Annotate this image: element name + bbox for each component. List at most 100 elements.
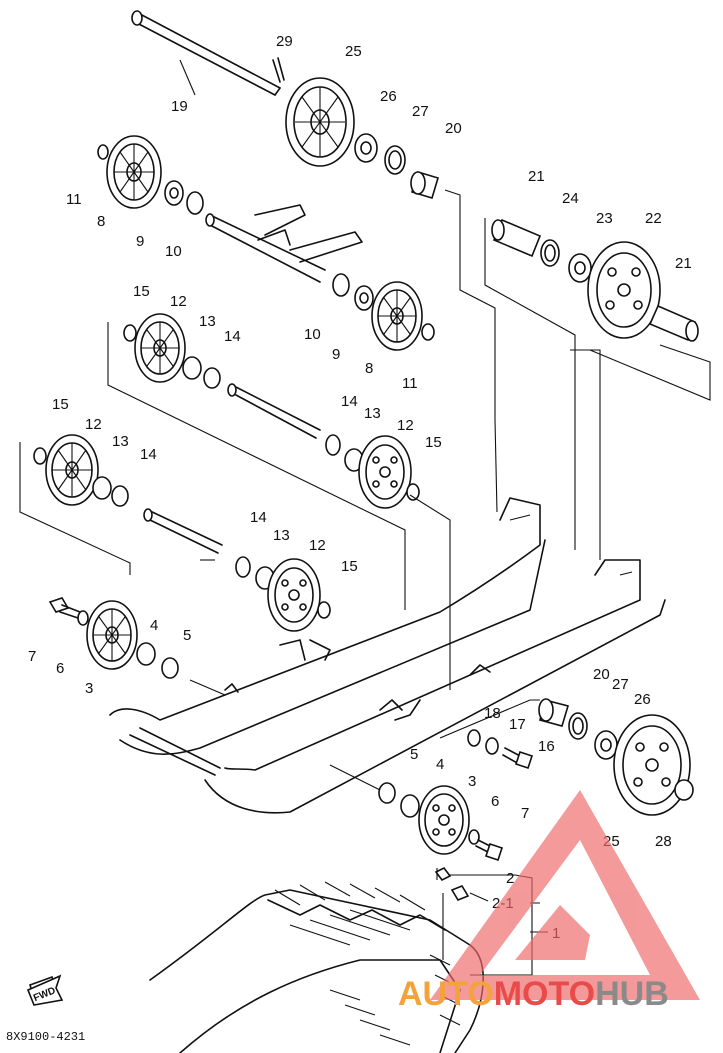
label-26-b: 26 xyxy=(634,691,651,708)
label-6-left: 6 xyxy=(56,660,64,677)
label-27-b: 27 xyxy=(612,676,629,693)
ring-14-d xyxy=(235,556,251,578)
watermark-middle: MOTO xyxy=(494,975,595,1013)
label-4-left: 4 xyxy=(150,617,158,634)
label-15-d: 15 xyxy=(341,558,358,575)
label-3-left: 3 xyxy=(85,680,93,697)
label-29: 29 xyxy=(276,33,293,50)
wheel-12-c xyxy=(45,434,99,506)
ring-10-mid xyxy=(332,273,350,297)
wheel-22 xyxy=(587,241,661,339)
ring-15-c xyxy=(33,447,47,465)
collar-5-left xyxy=(161,657,179,679)
label-12-c: 12 xyxy=(85,416,102,433)
bearing-4-right xyxy=(400,794,420,818)
washer-18 xyxy=(467,729,481,747)
label-22: 22 xyxy=(645,210,662,227)
callout-labels: 29 25 19 26 27 20 11 8 9 10 21 24 23 22 … xyxy=(28,33,692,942)
label-25: 25 xyxy=(345,43,362,60)
bolt-7-left xyxy=(48,597,81,619)
label-6-right: 6 xyxy=(491,793,499,810)
collar-20-bottom xyxy=(538,698,570,727)
wheel-8-mid xyxy=(371,281,423,351)
label-5-left: 5 xyxy=(183,627,191,644)
label-21-a: 21 xyxy=(528,168,545,185)
label-4-right: 4 xyxy=(436,756,444,773)
label-28: 28 xyxy=(655,833,672,850)
label-23: 23 xyxy=(596,210,613,227)
label-14-b: 14 xyxy=(341,393,358,410)
track-assembly xyxy=(29,866,484,1053)
label-12-d: 12 xyxy=(309,537,326,554)
wheel-8-top xyxy=(106,135,162,209)
label-26: 26 xyxy=(380,88,397,105)
washer-17 xyxy=(485,737,499,755)
label-2: 2 xyxy=(506,870,514,887)
label-16: 16 xyxy=(538,738,555,755)
label-7-right: 7 xyxy=(521,805,529,822)
washer-6-right xyxy=(468,829,480,845)
label-27: 27 xyxy=(412,103,429,120)
collar-5-right xyxy=(378,782,396,804)
label-7-left: 7 xyxy=(28,648,36,665)
leader-lines xyxy=(19,189,711,976)
wheel-25-bottom xyxy=(613,714,691,816)
label-21-b: 21 xyxy=(675,255,692,272)
bearing-4-left xyxy=(136,642,156,666)
label-14-a: 14 xyxy=(224,328,241,345)
axle-lower xyxy=(143,508,223,554)
label-12-b: 12 xyxy=(397,417,414,434)
label-13-c: 13 xyxy=(112,433,129,450)
washer-6-left xyxy=(77,610,89,626)
label-20: 20 xyxy=(445,120,462,137)
label-12-a: 12 xyxy=(170,293,187,310)
pivot-arm xyxy=(205,204,363,283)
fwd-arrow: FWD xyxy=(26,974,64,1006)
spacer-21-right xyxy=(648,304,699,342)
collar-20-top xyxy=(410,171,439,199)
wheel-12-a xyxy=(134,313,186,383)
label-13-b: 13 xyxy=(364,405,381,422)
label-5-right: 5 xyxy=(410,746,418,763)
label-19: 19 xyxy=(171,98,188,115)
bolt-16 xyxy=(502,747,534,770)
slide-rail-frame xyxy=(109,497,666,814)
bearing-13-a xyxy=(182,356,202,380)
label-8: 8 xyxy=(97,213,105,230)
wheel-3-right xyxy=(418,785,470,855)
label-20-b: 20 xyxy=(593,666,610,683)
label-10-b: 10 xyxy=(304,326,321,343)
watermark-prefix: AUTO xyxy=(398,975,494,1013)
label-15-b: 15 xyxy=(425,434,442,451)
ring-15-a xyxy=(123,324,137,342)
bearing-13-c xyxy=(92,476,112,500)
spacer-21-left xyxy=(491,218,542,258)
label-3-right: 3 xyxy=(468,773,476,790)
label-13-a: 13 xyxy=(199,313,216,330)
diagram-code: 8X9100-4231 xyxy=(6,1030,85,1044)
pin-29 xyxy=(272,57,285,83)
cap-28 xyxy=(674,779,694,801)
axle-mid xyxy=(227,383,321,439)
label-17: 17 xyxy=(509,716,526,733)
ring-14-c xyxy=(111,485,129,507)
wheel-3-left xyxy=(86,600,138,670)
bolt-7-right xyxy=(475,839,504,862)
label-13-d: 13 xyxy=(273,527,290,544)
ring-10-top xyxy=(186,191,204,215)
wheel-12-d xyxy=(267,558,321,632)
watermark-logo xyxy=(430,790,700,1000)
label-15-c: 15 xyxy=(52,396,69,413)
label-11: 11 xyxy=(66,191,82,208)
label-18: 18 xyxy=(484,705,501,722)
label-14-d: 14 xyxy=(250,509,267,526)
wheel-12-b xyxy=(358,435,412,509)
label-9-b: 9 xyxy=(332,346,340,363)
watermark-text: AUTOMOTOHUB xyxy=(398,975,669,1013)
label-11-b: 11 xyxy=(402,375,418,392)
shaft-19 xyxy=(131,10,281,96)
label-9: 9 xyxy=(136,233,144,250)
label-14-c: 14 xyxy=(140,446,157,463)
